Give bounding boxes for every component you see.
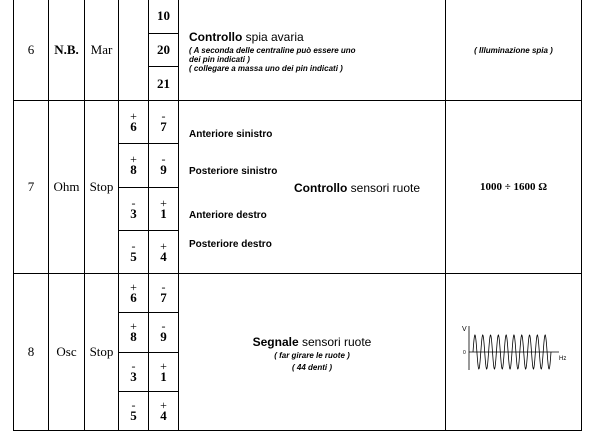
pin-pair-b: -7 xyxy=(160,109,167,135)
pin: 20 xyxy=(149,32,178,67)
waveform-trace xyxy=(472,333,551,370)
table-row: 6 N.B. Mar 10 20 21 Controllo spia avari… xyxy=(13,0,582,101)
waveform-cell: V 0 Hz xyxy=(445,273,582,431)
pin-pair-a: +6 xyxy=(130,109,137,135)
desc-note: ( A seconda delle centraline può essere … xyxy=(189,45,356,55)
row-number: 8 xyxy=(13,273,49,431)
table-row: 8 Osc Stop +6 +8 -3 -5 -7 -9 +1 +4 Segna… xyxy=(13,273,582,431)
pin-pair-b: -9 xyxy=(149,143,178,186)
x-axis-label: Hz xyxy=(559,356,566,362)
diagnostic-table: 6 N.B. Mar 10 20 21 Controllo spia avari… xyxy=(13,0,582,431)
pin-pair-a: +6 xyxy=(130,280,137,306)
pin-pair-a: -5 xyxy=(119,229,148,273)
waveform-diagram: V 0 Hz xyxy=(462,325,566,370)
empty-pin-cell xyxy=(118,0,149,101)
desc-title-bold: Controllo xyxy=(189,29,243,44)
row-number: 7 xyxy=(13,100,49,274)
pin-b-cell: -7 -9 +1 +4 xyxy=(148,100,179,274)
position-label: Posteriore sinistro xyxy=(189,166,278,177)
description: Controllo spia avaria ( A seconda delle … xyxy=(178,0,446,101)
pin-b-cell: -7 -9 +1 +4 xyxy=(148,273,179,431)
pin: 10 xyxy=(157,8,170,24)
desc-note: ( far girare le ruote ) xyxy=(274,350,350,360)
zero-label: 0 xyxy=(463,350,466,356)
pin-pair-a: +8 xyxy=(119,312,148,351)
pin-a-cell: +6 +8 -3 -5 xyxy=(118,100,149,274)
desc-title: Controllo sensori ruote xyxy=(294,181,421,195)
measurement-type: Ohm xyxy=(48,100,85,274)
pin-pair-a: -3 xyxy=(119,186,148,230)
expected-value: 1000 ÷ 1600 Ω xyxy=(445,100,582,274)
pin-pair-a: +8 xyxy=(119,143,148,186)
position-label: Anteriore sinistro xyxy=(189,129,273,140)
condition: Mar xyxy=(84,0,119,101)
pin-pair-a: -5 xyxy=(119,390,148,430)
description: Segnale sensori ruote ( far girare le ru… xyxy=(178,273,446,431)
pin-cell: 10 20 21 xyxy=(148,0,179,101)
pin: 21 xyxy=(149,66,178,100)
measurement-type: Osc xyxy=(48,273,85,431)
table-row: 7 Ohm Stop +6 +8 -3 -5 -7 -9 +1 +4 Anter… xyxy=(13,100,582,274)
expected-value: ( Illuminazione spia ) xyxy=(445,0,582,101)
description: Anteriore sinistro Posteriore sinistro A… xyxy=(178,100,446,274)
pin-pair-b: -9 xyxy=(149,312,178,351)
pin-pair-b: +1 xyxy=(149,351,178,391)
y-axis-label: V xyxy=(462,326,467,333)
pin-pair-b: +4 xyxy=(149,390,178,430)
position-label: Posteriore destro xyxy=(189,239,272,250)
pin-pair-b: +4 xyxy=(149,229,178,273)
position-label: Anteriore destro xyxy=(189,210,267,221)
pin-pair-b: +1 xyxy=(149,186,178,230)
condition: Stop xyxy=(84,100,119,274)
row-number: 6 xyxy=(13,0,49,101)
desc-note: ( 44 denti ) xyxy=(291,362,332,372)
measurement-type: N.B. xyxy=(48,0,85,101)
condition: Stop xyxy=(84,273,119,431)
desc-title-rest: spia avaria xyxy=(242,29,304,44)
desc-note: ( collegare a massa uno dei pin indicati… xyxy=(189,63,343,73)
pin-pair-a: -3 xyxy=(119,351,148,391)
desc-note: dei pin indicati ) xyxy=(189,54,250,64)
pin-pair-b: -7 xyxy=(160,280,167,306)
pin-a-cell: +6 +8 -3 -5 xyxy=(118,273,149,431)
